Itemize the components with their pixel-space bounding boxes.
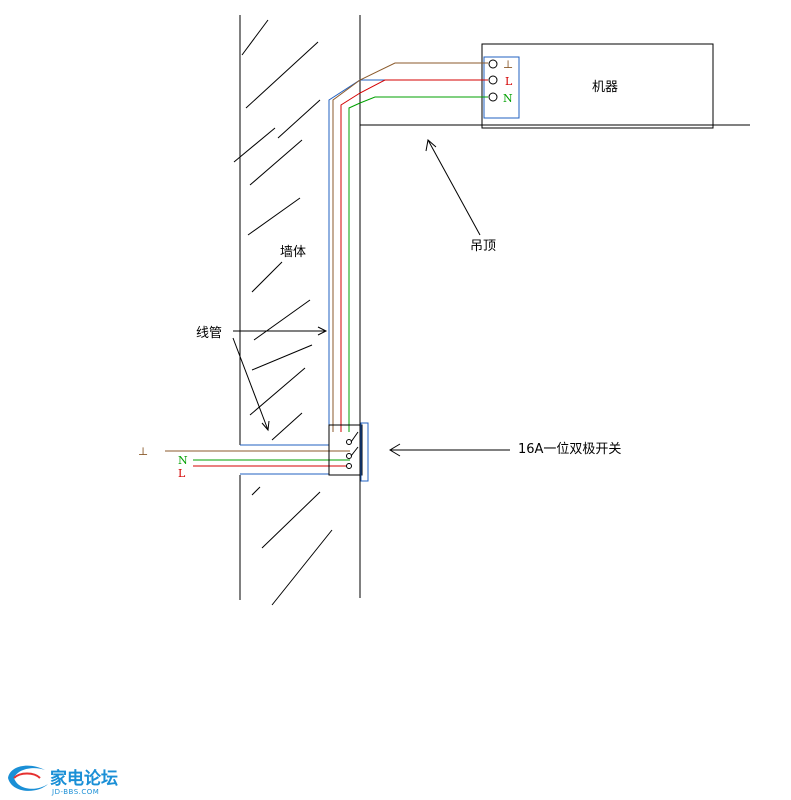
logo-url: JD-BBS.COM xyxy=(51,788,99,796)
site-logo: 家电论坛 JD-BBS.COM xyxy=(8,765,118,796)
incoming-live-label: L xyxy=(178,467,186,480)
wire-live xyxy=(340,79,488,432)
machine-live-label: L xyxy=(505,75,513,88)
annotations xyxy=(232,139,510,457)
switch-label: 16A一位双极开关 xyxy=(518,442,621,457)
wire-neutral xyxy=(348,96,488,432)
wall-label: 墙体 xyxy=(280,245,306,260)
wall-hatching xyxy=(233,19,333,606)
incoming-earth-symbol: ⊥ xyxy=(138,445,148,458)
conduit xyxy=(240,79,483,475)
logo-name: 家电论坛 xyxy=(50,768,118,789)
wall xyxy=(233,15,361,606)
switch-box xyxy=(328,422,369,482)
wires xyxy=(165,62,488,467)
machine-neutral-label: N xyxy=(503,92,513,105)
incoming-neutral-label: N xyxy=(178,454,188,467)
terminal-earth xyxy=(488,59,498,69)
machine-earth-symbol: ⊥ xyxy=(503,58,513,71)
machine-box: ⊥ L N 机器 xyxy=(481,43,714,129)
terminal-neutral xyxy=(488,92,498,102)
swirl-icon xyxy=(8,765,48,791)
machine-label: 机器 xyxy=(592,80,618,95)
wire-earth xyxy=(332,62,488,432)
terminal-live xyxy=(488,75,498,85)
ceiling-label: 吊顶 xyxy=(470,239,496,254)
conduit-label: 线管 xyxy=(196,326,222,341)
